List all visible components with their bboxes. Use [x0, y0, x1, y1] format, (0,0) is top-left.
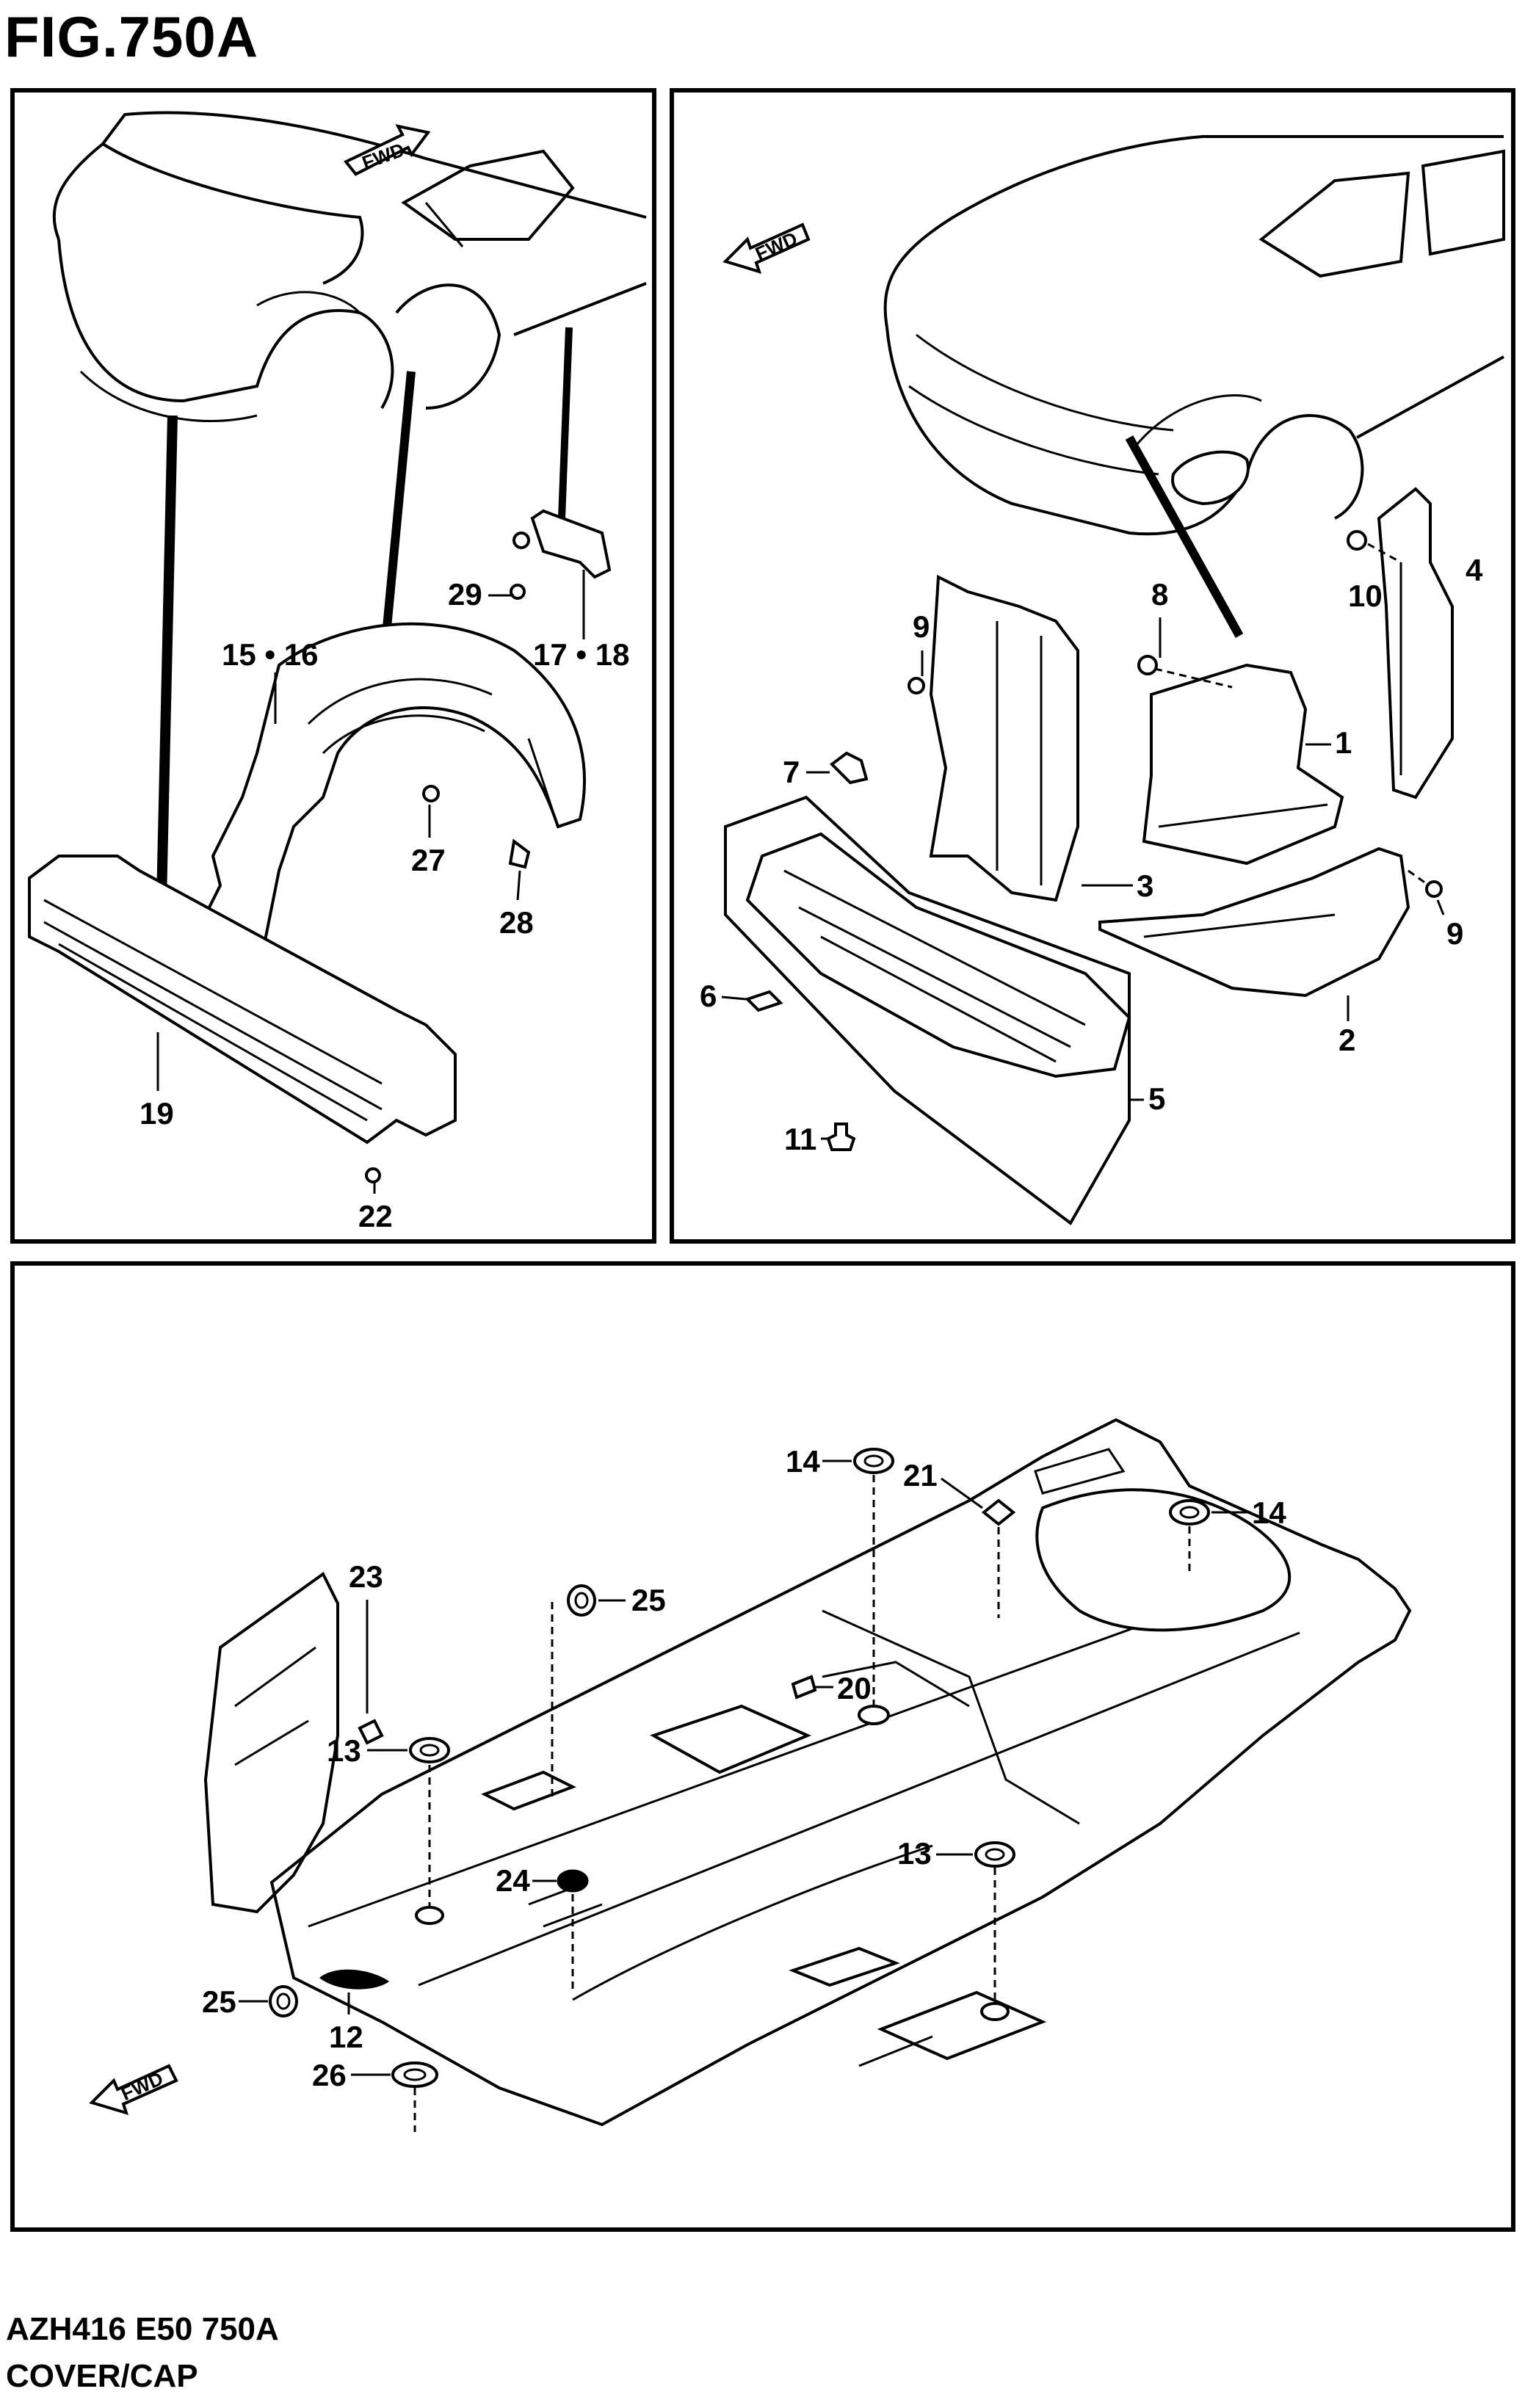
part-fender-liner: [196, 622, 586, 961]
plug-26: [391, 2061, 438, 2132]
undercover-illustration: FWD: [700, 135, 1505, 1225]
side-pillar: [203, 1572, 339, 1914]
panel-undercover: FWD: [670, 88, 1515, 1244]
fwd-arrow-icon: FWD: [722, 222, 811, 275]
callout-2: 2: [1339, 1023, 1355, 1057]
plug-14-left: [853, 1448, 894, 1725]
callout-26: 26: [312, 2058, 347, 2092]
callout-13-right: 13: [897, 1836, 932, 1871]
panel-bumper-fender: FWD 15 • 16: [10, 88, 656, 1244]
bumper-fender-illustration: FWD 15 • 16: [28, 111, 647, 1233]
callout-23: 23: [349, 1559, 383, 1594]
part-bumper-reinforcement: [28, 855, 457, 1183]
part-cover-1: [1137, 655, 1344, 866]
callout-25-bottom: 25: [202, 1984, 236, 2019]
callout-7: 7: [783, 755, 800, 789]
plug-21: [981, 1498, 1016, 1618]
svg-text:FWD: FWD: [752, 228, 800, 265]
callout-14-left: 14: [786, 1444, 820, 1479]
floor-plugs-illustration: FWD: [89, 1418, 1412, 2132]
part-side-cover-4: [1347, 487, 1454, 799]
figure-code: AZH416 E50 750A: [6, 2311, 279, 2347]
part-clip-6: [745, 990, 783, 1012]
part-bracket: [510, 509, 612, 600]
callout-28: 28: [499, 905, 534, 940]
callout-8: 8: [1151, 577, 1168, 612]
leader-cover: [1125, 435, 1244, 638]
part-bolt-11: [826, 1123, 856, 1151]
plug-25-top: [551, 1584, 596, 1802]
leader-bumper: [156, 415, 178, 901]
callout-3: 3: [1137, 868, 1153, 903]
callout-29: 29: [448, 577, 482, 612]
fwd-arrow-icon: FWD: [343, 124, 431, 176]
svg-text:FWD: FWD: [117, 2067, 166, 2105]
callout-17-18: 17 • 18: [533, 637, 629, 672]
callout-14-right: 14: [1252, 1495, 1286, 1530]
leader-liner: [381, 371, 416, 644]
callout-1: 1: [1335, 725, 1352, 760]
callout-13-left: 13: [327, 1733, 361, 1768]
callout-25-top: 25: [631, 1583, 666, 1617]
part-front-cover-2: [1098, 846, 1443, 998]
fwd-arrow-icon: FWD: [89, 2064, 178, 2116]
leader-bracket: [558, 327, 573, 519]
callout-4: 4: [1466, 553, 1483, 587]
callout-9-right: 9: [1446, 916, 1463, 951]
plug-13-left: [409, 1737, 450, 1925]
figure-title: FIG.750A: [4, 4, 259, 69]
callout-20: 20: [837, 1671, 872, 1705]
part-side-panel-3: [908, 574, 1079, 902]
callout-19: 19: [140, 1096, 174, 1131]
callout-22: 22: [358, 1199, 393, 1233]
callout-27: 27: [411, 843, 446, 877]
callout-11: 11: [784, 1122, 816, 1156]
callout-21: 21: [903, 1458, 938, 1493]
car-outline-front: [883, 135, 1505, 536]
callout-12: 12: [329, 2020, 363, 2054]
figure-description: COVER/CAP: [6, 2358, 198, 2394]
plug-12: [319, 1969, 389, 1990]
callout-15-16: 15 • 16: [222, 637, 318, 672]
panel-floor-plugs: FWD: [10, 1261, 1515, 2232]
callout-10: 10: [1348, 579, 1383, 613]
callout-6: 6: [700, 979, 717, 1013]
svg-text:FWD: FWD: [359, 138, 407, 173]
callout-24: 24: [496, 1863, 530, 1898]
plug-25-bottom: [269, 1985, 298, 2017]
callout-5: 5: [1148, 1081, 1165, 1116]
plug-14-right: [1169, 1499, 1210, 1574]
part-under-plate-5: [724, 795, 1131, 1225]
plug-23: [358, 1719, 384, 1745]
plug-24: [557, 1869, 589, 1992]
callout-9-left: 9: [913, 609, 930, 644]
plug-20: [791, 1675, 817, 1700]
plug-13-right: [974, 1841, 1015, 2021]
part-clip-7: [829, 751, 869, 785]
floor-pan: [269, 1418, 1412, 2127]
